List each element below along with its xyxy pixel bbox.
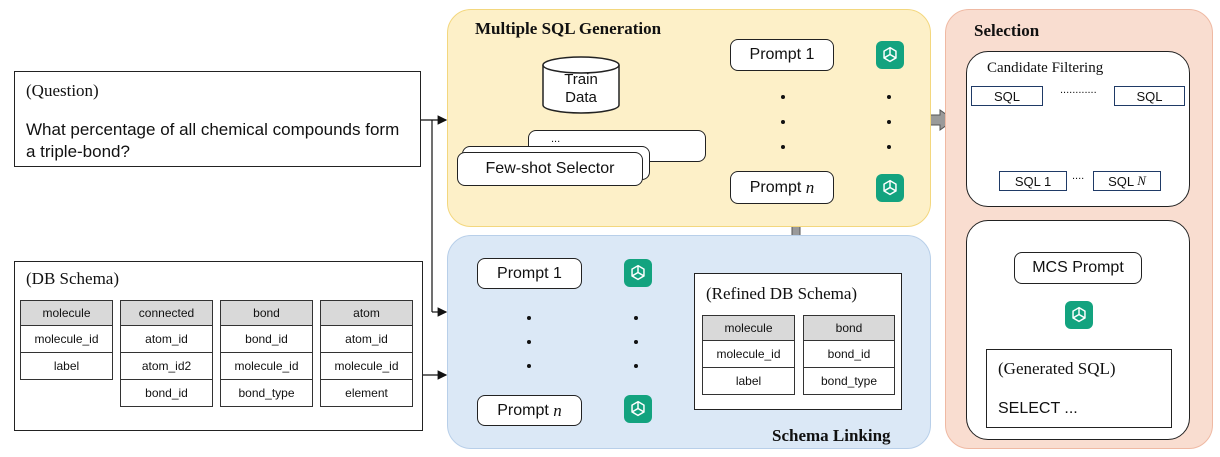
train-data-icon xyxy=(542,56,620,114)
openai-icon xyxy=(1065,301,1093,329)
table-cell: atom_id2 xyxy=(120,352,213,380)
table-cell: bond_id xyxy=(120,379,213,407)
table-header: molecule xyxy=(20,300,113,326)
refined-schema-box: (Refined DB Schema) molecule molecule_id… xyxy=(694,273,902,410)
dot xyxy=(527,364,531,368)
link-prompt-n-prefix: Prompt xyxy=(497,401,554,419)
back-card-dots: ... xyxy=(551,133,561,145)
table-cell: element xyxy=(320,379,413,407)
train-data-label: Train Data xyxy=(542,71,620,107)
sql-n: SQL N xyxy=(1093,171,1161,191)
table-cell: bond_id xyxy=(220,325,313,353)
openai-icon xyxy=(624,259,652,287)
dot xyxy=(527,340,531,344)
refined-table-bond: bond bond_id bond_type xyxy=(803,315,895,395)
sql-candidate-dots: ............ xyxy=(1060,84,1097,96)
dot xyxy=(634,340,638,344)
schema-table-connected: connected atom_id atom_id2 bond_id xyxy=(120,300,213,407)
openai-icon xyxy=(876,174,904,202)
link-prompt-n-var: n xyxy=(553,400,562,420)
gen-prompt-1: Prompt 1 xyxy=(730,39,834,71)
table-cell: label xyxy=(702,367,795,395)
sql-candidate: SQL xyxy=(971,86,1043,106)
dot xyxy=(781,95,785,99)
table-cell: molecule_id xyxy=(220,352,313,380)
gen-prompt-n: Prompt n xyxy=(730,171,834,204)
table-header: atom xyxy=(320,300,413,326)
db-schema-box: (DB Schema) molecule molecule_id label c… xyxy=(14,261,423,431)
openai-icon xyxy=(624,395,652,423)
table-cell: bond_type xyxy=(220,379,313,407)
table-cell: atom_id xyxy=(320,325,413,353)
gen-prompt-n-prefix: Prompt xyxy=(749,178,806,196)
dot xyxy=(887,145,891,149)
sql-n-var: N xyxy=(1137,173,1146,188)
schema-table-molecule: molecule molecule_id label xyxy=(20,300,113,380)
table-header: connected xyxy=(120,300,213,326)
table-cell: atom_id xyxy=(120,325,213,353)
dot xyxy=(634,364,638,368)
dot xyxy=(781,145,785,149)
gen-prompt-n-var: n xyxy=(805,177,815,197)
table-header: bond xyxy=(220,300,313,326)
schema-table-bond: bond bond_id molecule_id bond_type xyxy=(220,300,313,407)
dot xyxy=(887,120,891,124)
sql-n-prefix: SQL xyxy=(1108,173,1138,189)
schema-linking-title: Schema Linking xyxy=(772,426,891,445)
train-data-line1: Train xyxy=(564,71,598,88)
train-data-line2: Data xyxy=(565,89,597,106)
table-cell: molecule_id xyxy=(20,325,113,353)
question-label: (Question) xyxy=(26,81,99,100)
openai-icon xyxy=(876,41,904,69)
table-cell: bond_id xyxy=(803,340,895,368)
candidate-filtering-label: Candidate Filtering xyxy=(987,60,1104,76)
generation-panel xyxy=(447,9,931,227)
link-prompt-n: Prompt n xyxy=(477,395,582,426)
schema-table-atom: atom atom_id molecule_id element xyxy=(320,300,413,407)
sql-1: SQL 1 xyxy=(999,171,1067,191)
table-cell: molecule_id xyxy=(702,340,795,368)
selection-title: Selection xyxy=(974,21,1040,40)
question-box: (Question) What percentage of all chemic… xyxy=(14,71,421,167)
table-header: bond xyxy=(803,315,895,341)
dot xyxy=(887,95,891,99)
link-prompt-1: Prompt 1 xyxy=(477,258,582,289)
dot xyxy=(634,316,638,320)
few-shot-selector: Few-shot Selector xyxy=(457,152,643,186)
mcs-prompt: MCS Prompt xyxy=(1014,252,1142,284)
dot xyxy=(527,316,531,320)
dot xyxy=(781,120,785,124)
generation-title: Multiple SQL Generation xyxy=(475,19,662,38)
sql-candidate: SQL xyxy=(1114,86,1185,106)
table-header: molecule xyxy=(702,315,795,341)
sql-mid-dots: .... xyxy=(1072,170,1085,182)
refined-table-molecule: molecule molecule_id label xyxy=(702,315,795,395)
generated-sql-text: SELECT ... xyxy=(998,400,1078,417)
generated-sql-label: (Generated SQL) xyxy=(998,359,1116,378)
generated-sql-box: (Generated SQL) SELECT ... xyxy=(986,349,1172,428)
table-cell: label xyxy=(20,352,113,380)
table-cell: molecule_id xyxy=(320,352,413,380)
table-cell: bond_type xyxy=(803,367,895,395)
question-text: What percentage of all chemical compound… xyxy=(26,120,400,161)
db-schema-label: (DB Schema) xyxy=(26,269,120,288)
refined-schema-label: (Refined DB Schema) xyxy=(706,284,858,303)
